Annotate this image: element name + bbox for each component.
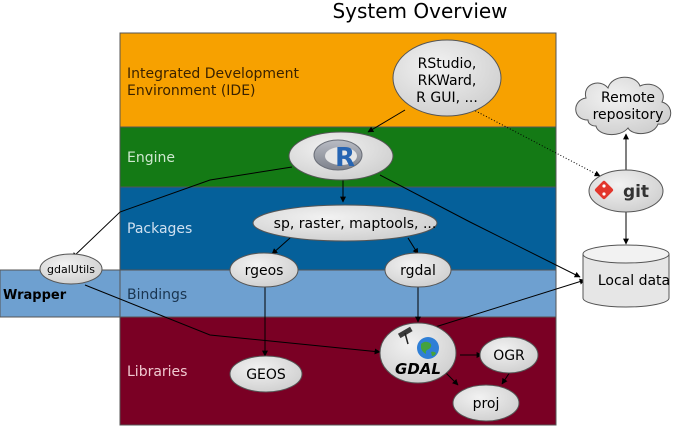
gdal-globe-icon (417, 337, 439, 359)
node-gdal-label: GDAL (395, 360, 441, 378)
git-logo-icon (594, 180, 614, 200)
node-packages: sp, raster, maptools, ... (252, 204, 438, 242)
node-gdalutils: gdalUtils (39, 253, 103, 285)
r-logo-icon: R (335, 143, 355, 173)
git-logo-dot2 (602, 192, 606, 196)
node-ogr: OGR (479, 336, 539, 374)
node-ide-tools-line2: RKWard, (418, 73, 477, 89)
node-r-engine: R (288, 131, 394, 181)
node-git-shape (588, 169, 664, 213)
node-packages-label: sp, raster, maptools, ... (274, 216, 437, 232)
node-geos-label: GEOS (246, 367, 286, 383)
node-local-data-label: Local data (598, 273, 670, 289)
diagram-title: System Overview (332, 0, 507, 23)
node-ogr-label: OGR (493, 348, 525, 364)
database-icon (582, 254, 670, 308)
edge-ogr-to-proj (501, 371, 511, 385)
node-rgdal-label: rgdal (400, 263, 436, 279)
edge-ide-to-r (367, 109, 406, 133)
git-logo-dot1 (602, 184, 606, 188)
node-rgeos-shape (229, 252, 299, 288)
edge-gdal-to-localdata (431, 278, 586, 329)
r-logo-ring-hole (325, 147, 357, 165)
edge-ide-to-git-dotted (469, 107, 601, 177)
connections (71, 107, 629, 386)
edge-packages-to-rgeos (271, 237, 291, 255)
node-remote-line1: Remote (601, 90, 655, 106)
node-gdal-shape (379, 322, 457, 384)
node-rgeos-label: rgeos (245, 263, 284, 279)
node-proj-label: proj (473, 396, 500, 412)
node-proj: proj (452, 384, 520, 422)
layer-ide-label-line1: Integrated Development (127, 66, 300, 82)
node-ide-tools-line3: R GUI, ... (416, 90, 478, 106)
edge-gdalutils-to-gdal (84, 284, 381, 355)
node-ide-tools-line1: RStudio, (418, 56, 477, 72)
node-geos-shape (229, 355, 303, 393)
node-rgdal-shape (384, 252, 452, 288)
edge-r-to-gdalutils (71, 166, 293, 259)
layer-engine-label: Engine (127, 150, 175, 166)
node-ogr-shape (479, 336, 539, 374)
node-local-data: Local data (582, 244, 670, 308)
layer-ide-label-line2: Environment (IDE) (127, 83, 256, 99)
node-remote-repository: Remote repository (575, 76, 672, 135)
layer-bindings-label: Bindings (127, 287, 187, 303)
layer-libraries-label: Libraries (127, 364, 187, 380)
layer-packages-label: Packages (127, 221, 192, 237)
edge-gdal-to-proj (444, 371, 459, 386)
node-git: git (588, 169, 664, 213)
layer-wrapper-label: Wrapper (3, 288, 67, 303)
node-remote-line2: repository (593, 107, 664, 123)
node-packages-shape (252, 204, 438, 242)
node-rgdal: rgdal (384, 252, 452, 288)
node-ide-tools-shape (392, 39, 502, 117)
database-icon-top (582, 244, 670, 264)
node-git-label: git (623, 182, 649, 202)
node-proj-shape (452, 384, 520, 422)
node-ide-tools: RStudio, RKWard, R GUI, ... (392, 39, 502, 117)
node-gdalutils-shape (39, 253, 103, 285)
node-rgeos: rgeos (229, 252, 299, 288)
gdal-satellite-icon (397, 326, 413, 345)
edge-r-to-localdata (379, 174, 581, 278)
node-gdal: GDAL (379, 322, 457, 384)
cloud-icon (575, 76, 672, 135)
edge-packages-to-rgdal (407, 237, 419, 255)
node-geos: GEOS (229, 355, 303, 393)
node-gdalutils-label: gdalUtils (47, 263, 95, 276)
